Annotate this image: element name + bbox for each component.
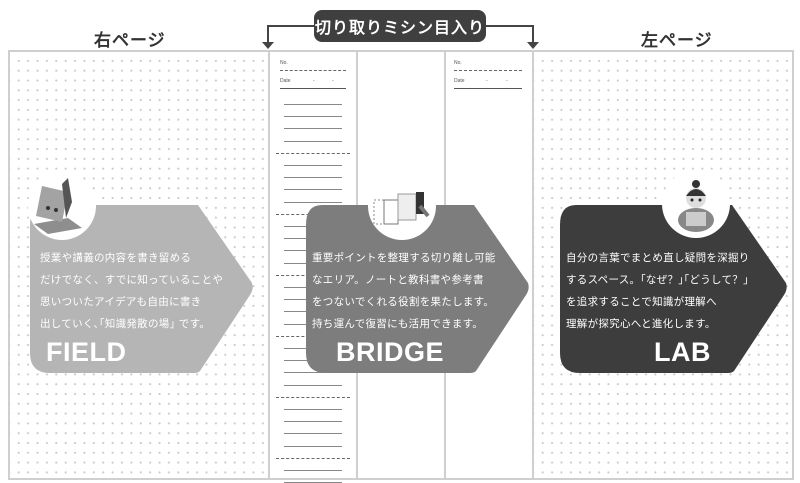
ruled-line: [284, 384, 342, 386]
ruled-line: [284, 470, 342, 471]
date-separator: -: [332, 78, 334, 84]
lab-description: 自分の言葉でまとめ直し疑問を深掘り するスペース。｢なぜ？｣｢どうして？｣ を追…: [566, 252, 750, 330]
lab-title: LAB: [654, 337, 711, 367]
connector-left-vertical: [267, 25, 269, 47]
detachable-pages-icon: [373, 192, 430, 225]
date-separator: -: [313, 78, 315, 84]
lab-card: 自分の言葉でまとめ直し疑問を深掘り するスペース。｢なぜ？｣｢どうして？｣ を追…: [558, 205, 788, 373]
ruled-line: [284, 201, 342, 203]
field-description: 授業や講義の内容を書き留める だけでなく、すでに知っていることや 思いついたアイ…: [40, 252, 224, 330]
folded-note-character-icon: [34, 178, 82, 234]
date-underline: [280, 88, 346, 89]
perforation-title-badge: 切り取りミシン目入り: [314, 10, 486, 42]
perforated-strip-right: No. Date - -: [268, 50, 358, 483]
connector-left-horizontal: [267, 25, 315, 27]
date-underline: [454, 88, 522, 89]
date-separator: -: [506, 78, 508, 84]
ruled-line: [284, 409, 342, 410]
ruled-line: [284, 372, 342, 374]
ruled-line: [284, 445, 342, 447]
no-dashline: [454, 70, 522, 71]
bridge-icon-badge: [368, 172, 436, 240]
connector-right-horizontal: [486, 25, 534, 27]
ruled-line: [284, 433, 342, 435]
ruled-line: [276, 152, 350, 154]
arrow-down-icon: [527, 42, 539, 49]
date-label: Date: [454, 78, 465, 84]
ruled-line: [284, 189, 342, 191]
no-label: No.: [280, 60, 288, 66]
ruled-line: [284, 140, 342, 142]
bridge-description: 重要ポイントを整理する切り離し可能 なエリア。ノートと教科書や参考書 をつないで…: [312, 252, 496, 330]
connector-right-vertical: [532, 25, 534, 47]
ruled-line: [284, 177, 342, 179]
field-card: 授業や講義の内容を書き留める だけでなく、すでに知っていることや 思いついたアイ…: [28, 205, 254, 373]
field-card-shape: [30, 205, 253, 373]
title-label: 切り取りミシン目入り: [314, 18, 485, 37]
date-separator: -: [486, 78, 488, 84]
date-label: Date: [280, 78, 291, 84]
no-dashline: [280, 70, 346, 71]
left-page-heading: 左ページ: [641, 31, 713, 51]
ruled-line: [276, 457, 350, 459]
ruled-line: [284, 128, 342, 130]
ruled-line: [284, 104, 342, 105]
ruled-line: [284, 165, 342, 166]
reading-person-icon: [678, 180, 714, 232]
ruled-line: [276, 396, 350, 398]
field-icon-badge: [28, 172, 96, 240]
ruled-line: [284, 116, 342, 118]
lab-icon-badge: [662, 170, 730, 238]
bridge-title: BRIDGE: [336, 337, 445, 367]
lab-card-shape: [560, 205, 787, 373]
no-label: No.: [454, 60, 462, 66]
field-title: FIELD: [46, 337, 127, 367]
ruled-line: [284, 421, 342, 423]
right-page-heading: 右ページ: [94, 31, 166, 51]
bridge-card-shape: [306, 205, 529, 373]
arrow-down-icon: [262, 42, 274, 49]
bridge-card: 重要ポイントを整理する切り離し可能 なエリア。ノートと教科書や参考書 をつないで…: [304, 205, 530, 373]
